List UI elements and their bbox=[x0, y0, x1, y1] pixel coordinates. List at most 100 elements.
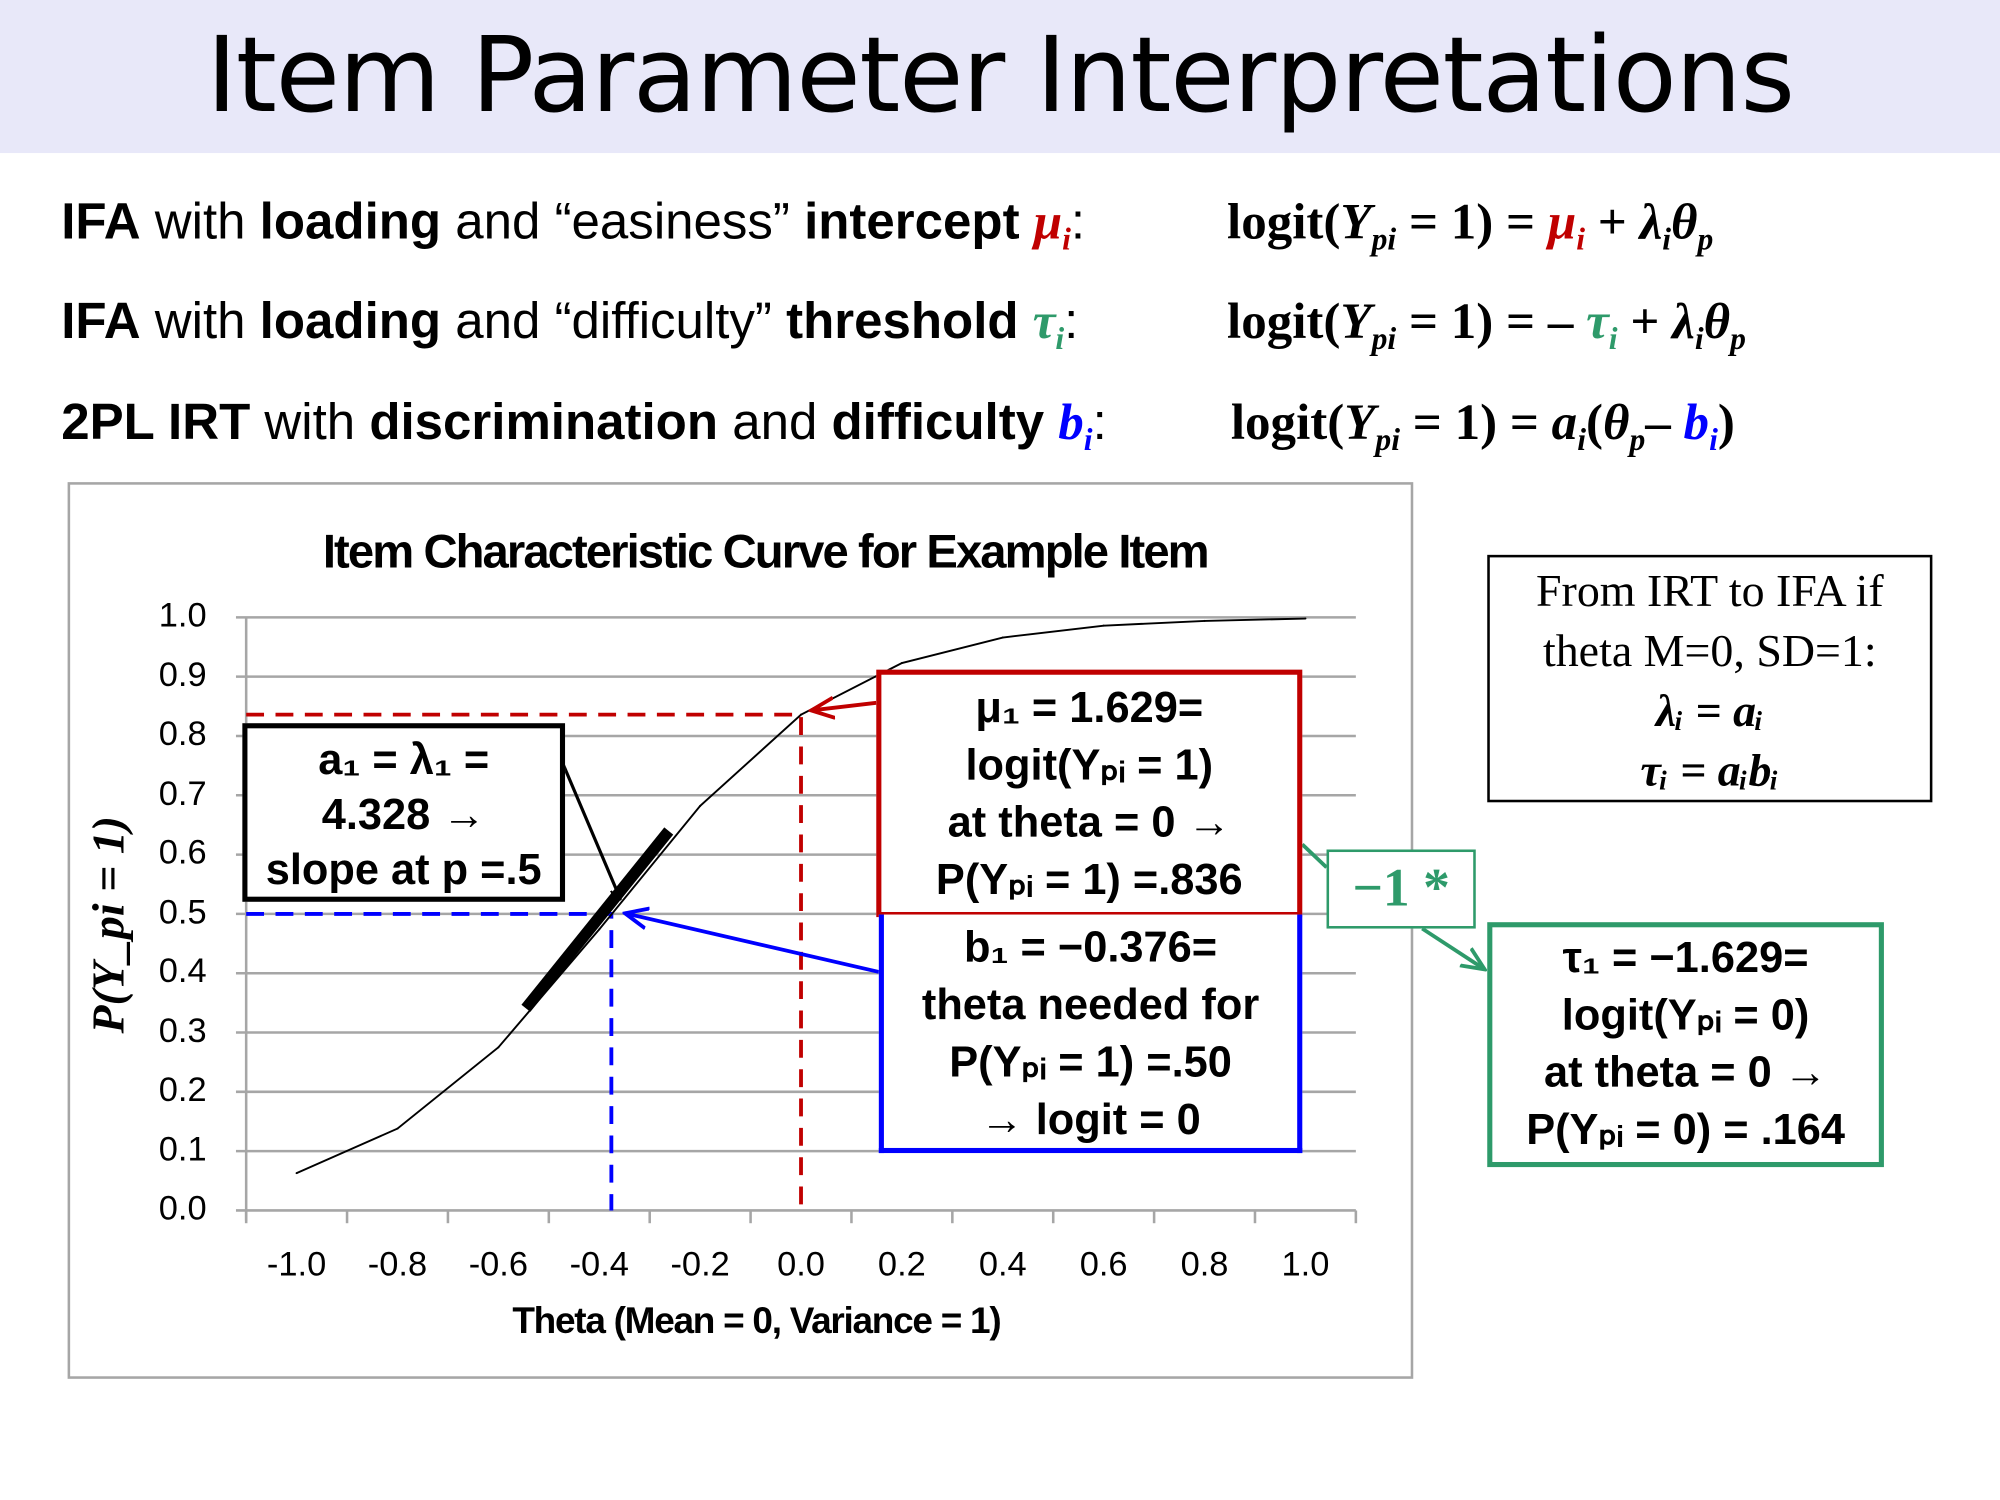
equation-segment: i bbox=[1055, 322, 1065, 357]
intercept-reference-line bbox=[246, 712, 803, 1211]
icc-data-point bbox=[699, 804, 702, 807]
icc-data-point bbox=[1304, 617, 1307, 620]
x-tick-label: 1.0 bbox=[1281, 1244, 1330, 1284]
equation-segment: = 1) = – bbox=[1396, 292, 1587, 350]
x-tick-label: -0.4 bbox=[569, 1244, 629, 1284]
equation-segment: λ bbox=[1639, 192, 1663, 250]
y-tick-label: 0.2 bbox=[158, 1070, 207, 1109]
equation-segment: with bbox=[140, 193, 260, 250]
equation-segment: IFA bbox=[61, 193, 141, 250]
loading-annotation-box: a₁ = λ₁ = 4.328 → slope at p =.5 bbox=[242, 723, 566, 902]
y-tick-label: 0.0 bbox=[158, 1188, 207, 1228]
annotation-line: b₁ = −0.376= bbox=[964, 923, 1218, 972]
annotation-line: a₁ = λ₁ = bbox=[318, 735, 490, 785]
y-tick-label: 0.9 bbox=[158, 654, 207, 694]
equation-segment: θ bbox=[1602, 392, 1630, 451]
threshold-arrow bbox=[1421, 926, 1485, 970]
equation-segment: b bbox=[1683, 392, 1710, 451]
chart-frame bbox=[67, 482, 1414, 1379]
x-tick-label: 0.4 bbox=[978, 1244, 1027, 1284]
equation-segment: i bbox=[1576, 222, 1586, 258]
annotation-line: P(Yₚᵢ = 0) = .164 bbox=[1526, 1105, 1845, 1155]
icc-data-point bbox=[497, 1046, 500, 1049]
equation-segment: τ bbox=[1032, 292, 1056, 350]
equation-segment: IFA bbox=[61, 293, 141, 350]
annotation-line: slope at p =.5 bbox=[265, 845, 542, 895]
y-tick-label: 0.1 bbox=[158, 1129, 207, 1168]
equation-segment: with bbox=[140, 293, 260, 350]
equation-segment: : bbox=[1092, 394, 1107, 451]
equation-2-right: logit(Ypi = 1) = – τi + λiθp bbox=[1227, 291, 1746, 358]
equation-segment: and “easiness” bbox=[441, 193, 805, 250]
equation-segment: logit( bbox=[1227, 292, 1341, 350]
equation-segment: Y bbox=[1340, 192, 1372, 250]
annotation-line: → logit = 0 bbox=[980, 1095, 1201, 1145]
equation-segment: θ bbox=[1671, 192, 1698, 250]
equation-1-right: logit(Ypi = 1) = μi + λiθp bbox=[1227, 191, 1713, 258]
annotation-line: 4.328 → bbox=[321, 790, 486, 840]
equation-segment: p bbox=[1629, 423, 1646, 458]
equation-segment: Y bbox=[1344, 392, 1376, 451]
equation-segment: p bbox=[1697, 222, 1714, 258]
equation-1-left: IFA with loading and “easiness” intercep… bbox=[61, 191, 1085, 258]
difficulty-reference-line bbox=[246, 911, 614, 1211]
equation-segment: logit( bbox=[1227, 192, 1341, 250]
icc-data-point bbox=[799, 713, 803, 716]
equation-segment: + bbox=[1585, 192, 1640, 250]
equation-3-right: logit(Ypi = 1) = ai(θp– bi) bbox=[1231, 392, 1735, 459]
icc-data-point bbox=[1001, 636, 1004, 639]
equation-segment: : bbox=[1064, 293, 1079, 350]
equation-segment: pi bbox=[1371, 322, 1397, 357]
difficulty-arrow bbox=[625, 913, 880, 974]
equation-segment: i bbox=[1062, 222, 1071, 258]
x-tick-label: -0.6 bbox=[468, 1244, 529, 1284]
annotation-line: τᵢ = aᵢbᵢ bbox=[1640, 744, 1780, 796]
equation-segment: i bbox=[1662, 222, 1672, 258]
x-tick-label: -1.0 bbox=[266, 1244, 327, 1284]
annotation-line: λᵢ = aᵢ bbox=[1655, 684, 1764, 736]
x-tick-label: 0.0 bbox=[777, 1244, 825, 1284]
icc-data-point bbox=[396, 1127, 399, 1130]
icc-data-point bbox=[1102, 624, 1105, 627]
x-tick-label: -0.8 bbox=[367, 1244, 428, 1284]
icc-data-point bbox=[1203, 619, 1206, 622]
intercept-annotation-box: μ₁ = 1.629= logit(Yₚᵢ = 1) at theta = 0 … bbox=[876, 669, 1303, 918]
equation-segment: with bbox=[250, 394, 370, 451]
conversion-box: From IRT to IFA if theta M=0, SD=1: λᵢ =… bbox=[1487, 554, 1933, 803]
chart-title: Item Characteristic Curve for Example It… bbox=[322, 525, 1210, 578]
equation-segment: logit( bbox=[1230, 392, 1345, 451]
equation-segment: τ bbox=[1586, 292, 1609, 350]
equation-segment: 2PL IRT bbox=[61, 394, 251, 451]
equation-segment: + bbox=[1617, 292, 1673, 350]
equation-segment: discrimination bbox=[369, 394, 719, 451]
threshold-annotation-box: τ₁ = −1.629= logit(Yₚᵢ = 0) at theta = 0… bbox=[1487, 922, 1884, 1168]
annotation-line: From IRT to IFA if bbox=[1536, 565, 1884, 617]
equation-3-left: 2PL IRT with discrimination and difficul… bbox=[61, 392, 1107, 459]
x-axis-label: Theta (Mean = 0, Variance = 1) bbox=[512, 1301, 1001, 1342]
intercept-arrow bbox=[811, 703, 877, 711]
equation-segment: b bbox=[1058, 392, 1084, 451]
equation-segment: loading bbox=[259, 293, 442, 350]
slide-title: Item Parameter Interpretations bbox=[206, 15, 1795, 137]
x-tick-label: 0.8 bbox=[1180, 1244, 1229, 1284]
equation-segment: i bbox=[1709, 423, 1718, 458]
equation-segment: i bbox=[1694, 322, 1704, 357]
equation-segment: and “difficulty” bbox=[441, 293, 787, 350]
equation-segment: p bbox=[1730, 322, 1746, 357]
y-tick-label: 0.6 bbox=[158, 832, 207, 872]
equation-segment: difficulty bbox=[831, 394, 1059, 451]
equation-segment: θ bbox=[1703, 292, 1731, 350]
equation-segment: i bbox=[1083, 423, 1093, 458]
equation-segment: ) bbox=[1717, 392, 1735, 451]
icc-data-point bbox=[295, 1172, 298, 1175]
equation-segment: pi bbox=[1375, 423, 1401, 458]
equation-segment: intercept bbox=[804, 193, 1034, 250]
y-tick-label: 0.8 bbox=[158, 714, 207, 753]
annotation-line: logit(Yₚᵢ = 1) bbox=[965, 741, 1214, 790]
equation-segment: λ bbox=[1672, 292, 1695, 350]
y-tick-label: 0.7 bbox=[158, 773, 207, 812]
y-tick-label: 1.0 bbox=[158, 595, 207, 634]
y-tick-label: 0.5 bbox=[158, 892, 207, 931]
difficulty-annotation-box: b₁ = −0.376= theta needed for P(Yₚᵢ = 1)… bbox=[878, 914, 1303, 1154]
